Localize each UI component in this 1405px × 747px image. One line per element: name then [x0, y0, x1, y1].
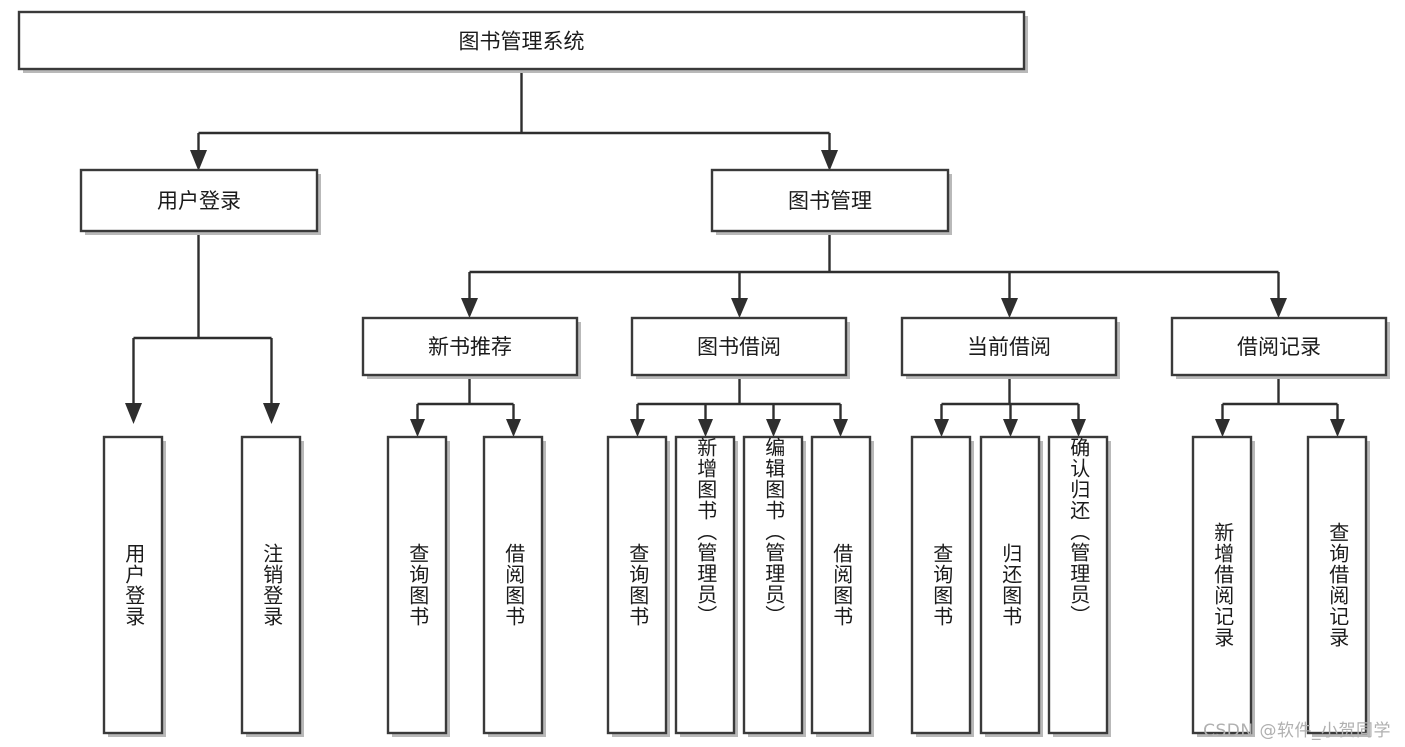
- leaf-boxes: [102, 435, 1370, 737]
- arrow-head-icon: [1003, 419, 1018, 437]
- arrow-head-icon: [1071, 419, 1086, 437]
- arrow-head-icon: [461, 298, 478, 318]
- node-rect: [386, 435, 448, 735]
- node-rect: [630, 316, 848, 377]
- node-rect: [900, 316, 1118, 377]
- node-rect: [79, 168, 319, 233]
- leaf-node-bookborrow-add[interactable]: [674, 435, 738, 737]
- node-root-system[interactable]: 图书管理系统: [17, 10, 1028, 73]
- node-current-borrow[interactable]: 当前借阅: [900, 316, 1120, 379]
- leaf-node-newbook-borrow[interactable]: [482, 435, 546, 737]
- node-rect: [810, 435, 872, 735]
- node-rect: [710, 168, 950, 233]
- node-user-login[interactable]: 用户登录: [79, 168, 321, 235]
- leaf-node-user-logout[interactable]: [240, 435, 304, 737]
- leaf-node-bookborrow-edit[interactable]: [742, 435, 806, 737]
- node-rect: [742, 435, 804, 735]
- leaf-node-newbook-query[interactable]: [386, 435, 450, 737]
- arrow-head-icon: [821, 150, 838, 171]
- leaf-node-currentborrow-confirm[interactable]: [1047, 435, 1111, 737]
- node-label: 图书借阅: [697, 335, 781, 359]
- arrow-heads: [125, 150, 1345, 437]
- node-rect: [606, 435, 668, 735]
- arrow-head-icon: [190, 150, 207, 171]
- node-label: 用户登录: [157, 189, 241, 213]
- node-rect: [1047, 435, 1109, 735]
- arrow-head-icon: [833, 419, 848, 437]
- node-borrow-record[interactable]: 借阅记录: [1170, 316, 1390, 379]
- leaf-node-bookborrow-borrow[interactable]: [810, 435, 874, 737]
- node-rect: [1306, 435, 1368, 735]
- node-rect: [1191, 435, 1253, 735]
- node-label: 图书管理: [788, 189, 872, 213]
- node-label: 借阅记录: [1237, 335, 1321, 359]
- arrow-head-icon: [1215, 419, 1230, 437]
- arrow-head-icon: [731, 298, 748, 318]
- node-rect: [361, 316, 579, 377]
- node-rect: [482, 435, 544, 735]
- arrow-head-icon: [506, 419, 521, 437]
- arrow-head-icon: [766, 419, 781, 437]
- leaf-node-record-query[interactable]: [1306, 435, 1370, 737]
- node-new-book-recommend[interactable]: 新书推荐: [361, 316, 581, 379]
- leaf-node-currentborrow-query[interactable]: [910, 435, 974, 737]
- node-label: 当前借阅: [967, 335, 1051, 359]
- arrow-head-icon: [698, 419, 713, 437]
- node-book-manage[interactable]: 图书管理: [710, 168, 952, 235]
- node-rect: [1170, 316, 1388, 377]
- arrow-head-icon: [630, 419, 645, 437]
- leaf-node-bookborrow-query[interactable]: [606, 435, 670, 737]
- arrow-head-icon: [1001, 298, 1018, 318]
- arrow-head-icon: [1330, 419, 1345, 437]
- node-rect: [17, 10, 1026, 71]
- leaf-node-record-add[interactable]: [1191, 435, 1255, 737]
- arrow-head-icon: [934, 419, 949, 437]
- node-label: 图书管理系统: [459, 30, 585, 54]
- node-rect: [979, 435, 1041, 735]
- node-rect: [910, 435, 972, 735]
- arrow-head-icon: [125, 403, 142, 424]
- leaf-node-currentborrow-return[interactable]: [979, 435, 1043, 737]
- leaf-node-user-login-login[interactable]: [102, 435, 166, 737]
- node-rect: [102, 435, 164, 735]
- arrow-head-icon: [1270, 298, 1287, 318]
- node-rect: [240, 435, 302, 735]
- node-label: 新书推荐: [428, 335, 512, 359]
- arrow-head-icon: [410, 419, 425, 437]
- watermark-text: CSDN @软件_小贺同学: [1203, 721, 1391, 741]
- arrow-head-icon: [263, 403, 280, 424]
- node-book-borrow[interactable]: 图书借阅: [630, 316, 850, 379]
- node-rect: [674, 435, 736, 735]
